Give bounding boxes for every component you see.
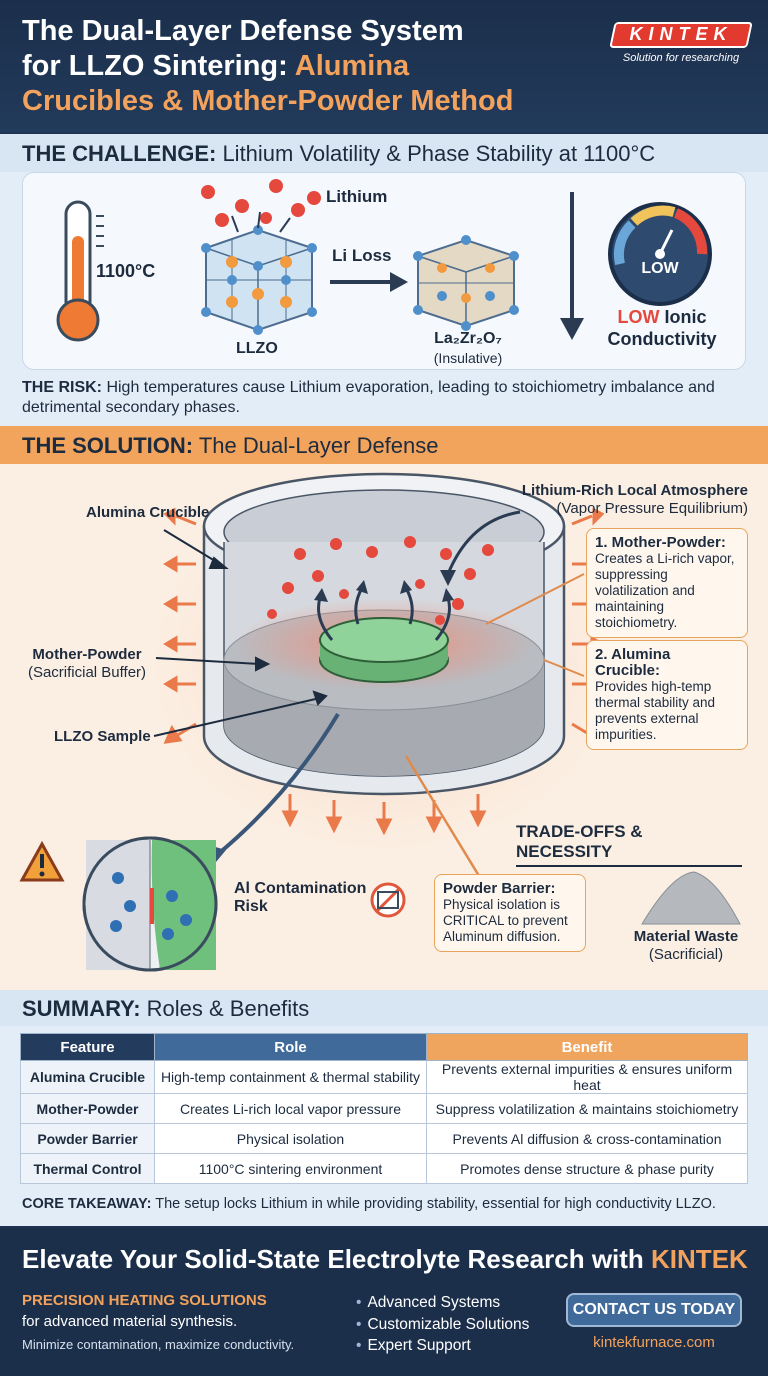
insulative-note: (Insulative) [433,350,503,366]
llzo-crystal-icon [201,225,317,335]
table-row: Thermal Control 1100°C sintering environ… [20,1153,748,1184]
challenge-header: THE CHALLENGE: Lithium Volatility & Phas… [0,134,768,172]
website-link[interactable]: kintekfurnace.com [593,1334,715,1351]
material-waste-label: Material Waste (Sacrificial) [633,928,739,963]
summary-table: Feature Role Benefit Alumina Crucible Hi… [20,1033,748,1184]
llzo-label: LLZO [236,340,278,357]
llzo-sample-label: LLZO Sample [54,728,151,745]
brand-logo: KINTEK [629,24,733,44]
conductivity-gauge-icon [608,202,712,306]
table-row: Powder Barrier Physical isolation Preven… [20,1123,748,1154]
brand-tagline: Solution for researching [622,52,740,64]
temperature-label: 1100°C [96,261,156,281]
li-loss-arrow-icon [330,272,408,292]
warning-icon [19,840,65,882]
table-cell: Alumina Crucible [20,1060,155,1094]
table-cell: Thermal Control [20,1153,155,1184]
al-contamination-label: Al Contamination Risk [234,880,367,915]
lithium-atoms-icon [201,179,321,233]
mother-powder-callout: 1. Mother-Powder: Creates a Li-rich vapo… [586,528,748,638]
table-header-row: Feature Role Benefit [20,1033,748,1061]
powder-barrier-callout: Powder Barrier: Physical isolation is CR… [434,874,586,952]
core-takeaway: CORE TAKEAWAY: The setup locks Lithium i… [22,1196,716,1212]
table-row: Alumina Crucible High-temp containment &… [20,1060,748,1094]
cta-headline: Elevate Your Solid-State Electrolyte Res… [22,1244,748,1274]
table-cell: Suppress volatilization & maintains stoi… [426,1093,748,1124]
page-title: The Dual-Layer Defense System for LLZO S… [22,15,514,117]
tradeoffs-heading: TRADE-OFFS & NECESSITY [516,822,742,867]
precision-heading: PRECISION HEATING SOLUTIONS [22,1292,267,1309]
zoom-inset-icon [82,836,218,972]
la2zr2o7-crystal-icon [413,235,519,331]
table-cell: 1100°C sintering environment [154,1153,427,1184]
table-cell: Prevents external impurities & ensures u… [426,1060,748,1094]
precision-subtext: for advanced material synthesis. [22,1313,238,1330]
table-row: Mother-Powder Creates Li-rich local vapo… [20,1093,748,1124]
feature-list: Advanced Systems Customizable Solutions … [356,1292,556,1357]
la2zr2o7-label: La₂Zr₂O₇ [434,330,502,347]
table-cell: Promotes dense structure & phase purity [426,1153,748,1184]
decrease-arrow-icon [560,192,584,340]
powder-pile-icon [641,871,741,925]
contact-us-button[interactable]: CONTACT US TODAY [566,1293,742,1327]
lithium-vapor-icon [267,536,494,625]
column-header-feature: Feature [20,1033,155,1061]
table-cell: Powder Barrier [20,1123,155,1154]
list-item: Customizable Solutions [356,1314,556,1336]
list-item: Advanced Systems [356,1292,556,1314]
table-cell: Mother-Powder [20,1093,155,1124]
list-item: Expert Support [356,1335,556,1357]
table-cell: Creates Li-rich local vapor pressure [154,1093,427,1124]
atmosphere-label: Lithium-Rich Local Atmosphere (Vapor Pre… [521,482,748,517]
summary-header: SUMMARY: Roles & Benefits [0,990,768,1026]
challenge-illustration [56,179,712,342]
column-header-role: Role [154,1033,427,1061]
solution-header: THE SOLUTION: The Dual-Layer Defense [0,426,768,464]
precision-tagline: Minimize contamination, maximize conduct… [22,1337,295,1352]
table-cell: Physical isolation [154,1123,427,1154]
mother-powder-label: Mother-Powder (Sacrificial Buffer) [27,646,147,681]
no-diffusion-icon [370,882,406,918]
thermometer-icon [56,200,104,342]
low-conductivity-label: LOW Ionic Conductivity [607,307,717,349]
risk-statement: THE RISK: High temperatures cause Lithiu… [22,379,715,416]
alumina-crucible-label: Alumina Crucible [86,504,210,521]
column-header-benefit: Benefit [426,1033,748,1061]
gauge-low-text: LOW [641,260,679,277]
lithium-label: Lithium [326,187,388,206]
li-loss-label: Li Loss [332,246,392,265]
alumina-crucible-callout: 2. Alumina Crucible: Provides high-temp … [586,640,748,750]
table-cell: Prevents Al diffusion & cross-contaminat… [426,1123,748,1154]
table-cell: High-temp containment & thermal stabilit… [154,1060,427,1094]
